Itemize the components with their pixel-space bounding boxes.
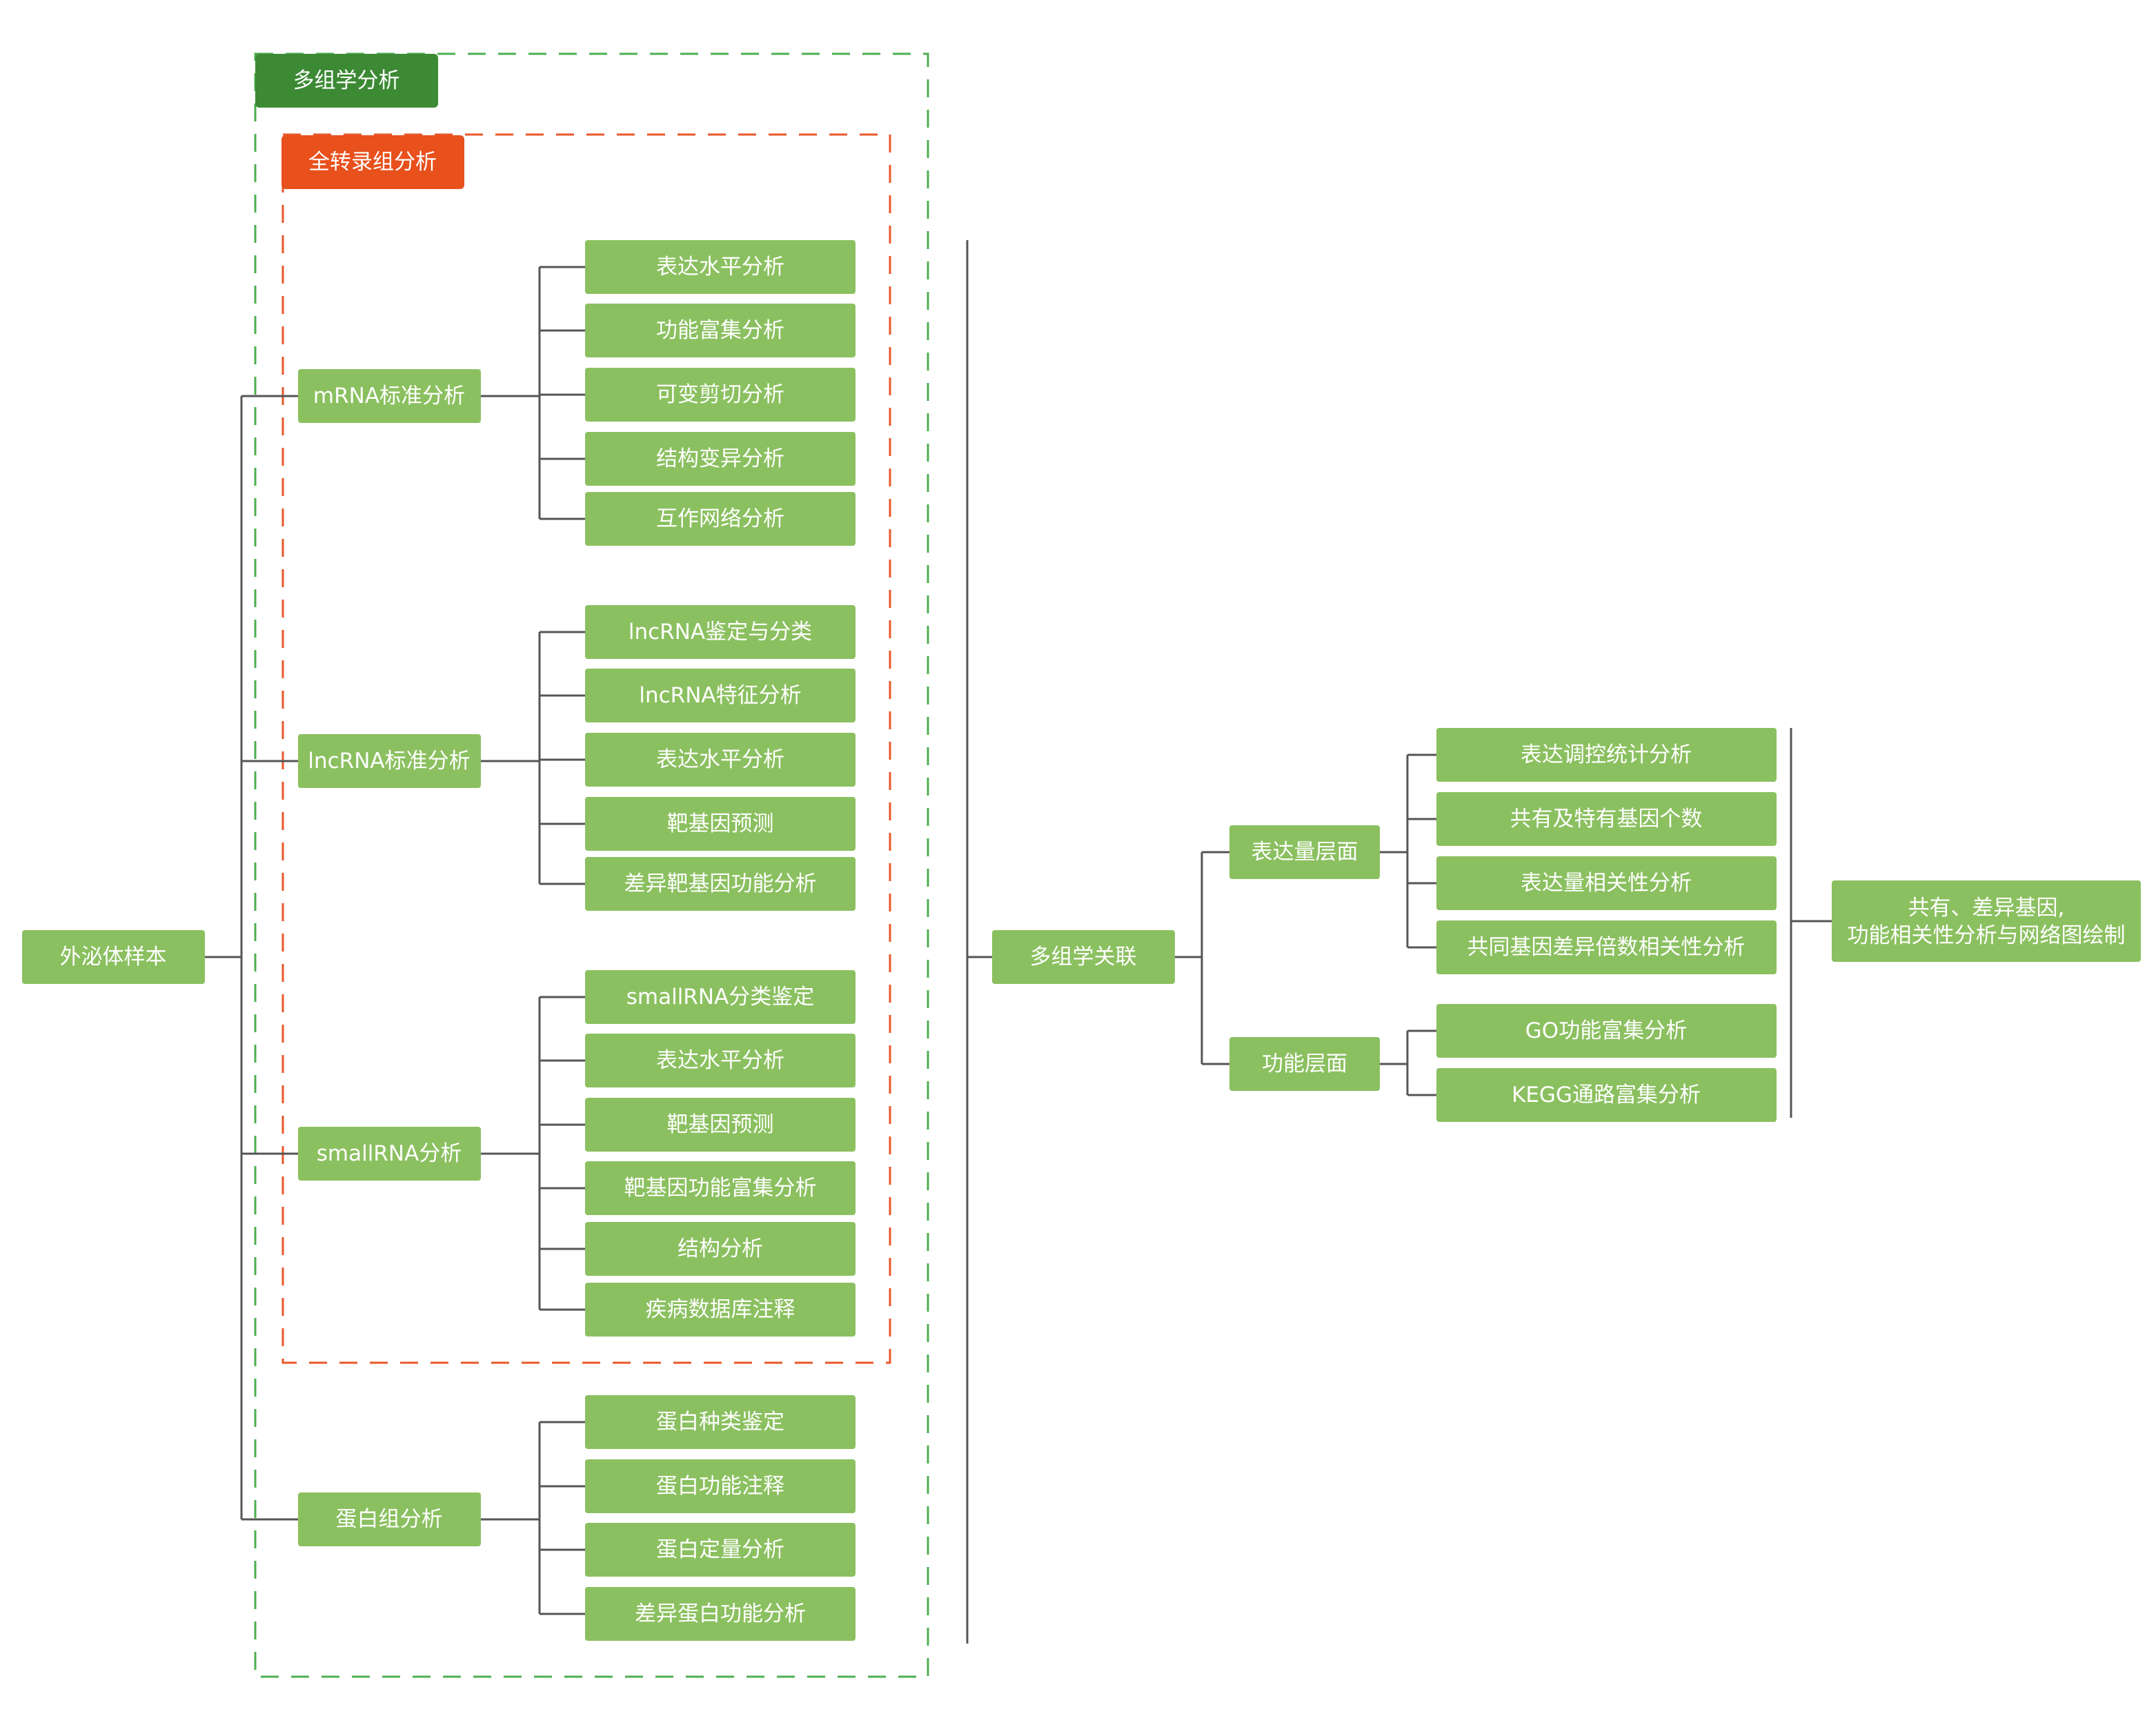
leaf-node: 蛋白功能注释 <box>585 1459 856 1513</box>
leaf-label: 可变剪切分析 <box>656 382 784 407</box>
leaf-label: smallRNA分类鉴定 <box>626 985 815 1009</box>
leaf-label: 表达水平分析 <box>656 255 784 279</box>
leaf-node: 靶基因预测 <box>585 1098 856 1152</box>
multiomics-frame <box>254 52 929 1678</box>
level-label-function: 功能层面 <box>1262 1052 1347 1076</box>
multiomics-tag: 多组学分析 <box>255 54 438 108</box>
leaf-label: 结构分析 <box>678 1236 763 1261</box>
branch-node-mrna: mRNA标准分析 <box>298 369 481 423</box>
leaf-label: 表达量相关性分析 <box>1521 871 1692 896</box>
leaf-node: smallRNA分类鉴定 <box>585 970 856 1024</box>
leaf-label: lncRNA特征分析 <box>639 683 801 708</box>
leaf-label: GO功能富集分析 <box>1525 1018 1687 1043</box>
integration-node-label: 多组学关联 <box>1030 945 1137 969</box>
leaf-node: 差异蛋白功能分析 <box>585 1587 856 1641</box>
root-node-label: 外泌体样本 <box>60 945 167 969</box>
branch-label-lncrna: lncRNA标准分析 <box>308 749 470 773</box>
leaf-label: 蛋白定量分析 <box>656 1537 784 1562</box>
transcriptome-frame <box>281 133 891 1364</box>
branch-label-mrna: mRNA标准分析 <box>313 384 465 408</box>
level-node-function: 功能层面 <box>1229 1037 1380 1091</box>
leaf-node: 靶基因预测 <box>585 797 856 851</box>
leaf-label: 差异靶基因功能分析 <box>624 871 817 896</box>
leaf-label: 差异蛋白功能分析 <box>635 1601 806 1626</box>
branch-node-proteome: 蛋白组分析 <box>298 1492 481 1546</box>
level-label-expression: 表达量层面 <box>1252 840 1358 865</box>
leaf-label: 共有及特有基因个数 <box>1510 807 1703 831</box>
leaf-node: 表达水平分析 <box>585 240 856 294</box>
level-node-expression: 表达量层面 <box>1229 825 1380 879</box>
leaf-node: 表达量相关性分析 <box>1436 856 1777 910</box>
leaf-label: 蛋白功能注释 <box>656 1474 784 1499</box>
leaf-label: 互作网络分析 <box>656 506 784 531</box>
leaf-label: 表达调控统计分析 <box>1521 742 1692 767</box>
leaf-node: 互作网络分析 <box>585 492 856 546</box>
leaf-node: 共有及特有基因个数 <box>1436 792 1777 846</box>
branch-label-proteome: 蛋白组分析 <box>336 1507 443 1532</box>
leaf-node: 表达调控统计分析 <box>1436 728 1777 782</box>
leaf-node: GO功能富集分析 <box>1436 1004 1777 1058</box>
leaf-label: 共同基因差异倍数相关性分析 <box>1467 935 1745 960</box>
branch-node-lncrna: lncRNA标准分析 <box>298 734 481 788</box>
leaf-label: 靶基因预测 <box>667 811 774 836</box>
leaf-node: KEGG通路富集分析 <box>1436 1068 1777 1122</box>
result-node: 共有、差异基因, 功能相关性分析与网络图绘制 <box>1832 880 2141 962</box>
leaf-node: 结构分析 <box>585 1222 856 1276</box>
leaf-node: 共同基因差异倍数相关性分析 <box>1436 920 1777 974</box>
leaf-node: 差异靶基因功能分析 <box>585 857 856 911</box>
connector-lines <box>205 240 1832 1644</box>
leaf-node: lncRNA鉴定与分类 <box>585 605 856 659</box>
root-node: 外泌体样本 <box>22 930 205 984</box>
transcriptome-tag-label: 全转录组分析 <box>308 150 437 175</box>
leaf-node: 表达水平分析 <box>585 733 856 787</box>
leaf-node: 靶基因功能富集分析 <box>585 1161 856 1215</box>
leaf-label: 靶基因预测 <box>667 1112 774 1137</box>
result-label-line2: 功能相关性分析与网络图绘制 <box>1848 923 2126 948</box>
leaf-node: 蛋白定量分析 <box>585 1523 856 1577</box>
leaf-label: 疾病数据库注释 <box>646 1297 795 1322</box>
leaf-label: 表达水平分析 <box>656 1048 784 1073</box>
leaf-node: 功能富集分析 <box>585 304 856 357</box>
leaf-node: 可变剪切分析 <box>585 368 856 422</box>
leaf-node: 结构变异分析 <box>585 432 856 486</box>
leaf-label: 结构变异分析 <box>656 446 784 471</box>
leaf-label: lncRNA鉴定与分类 <box>629 620 812 644</box>
leaf-label: 表达水平分析 <box>656 747 784 772</box>
result-label-line1: 共有、差异基因, <box>1908 896 2065 920</box>
leaf-node: lncRNA特征分析 <box>585 669 856 722</box>
leaf-label: KEGG通路富集分析 <box>1512 1083 1701 1107</box>
leaf-node: 表达水平分析 <box>585 1034 856 1087</box>
multiomics-tag-label: 多组学分析 <box>293 68 400 93</box>
integration-node: 多组学关联 <box>992 930 1175 984</box>
transcriptome-tag: 全转录组分析 <box>281 135 464 189</box>
leaf-label: 功能富集分析 <box>656 318 784 343</box>
leaf-node: 疾病数据库注释 <box>585 1283 856 1337</box>
leaf-label: 蛋白种类鉴定 <box>656 1410 784 1435</box>
leaf-node: 蛋白种类鉴定 <box>585 1395 856 1449</box>
branch-label-smallrna: smallRNA分析 <box>317 1141 462 1166</box>
branch-node-smallrna: smallRNA分析 <box>298 1127 481 1181</box>
leaf-label: 靶基因功能富集分析 <box>624 1176 817 1201</box>
